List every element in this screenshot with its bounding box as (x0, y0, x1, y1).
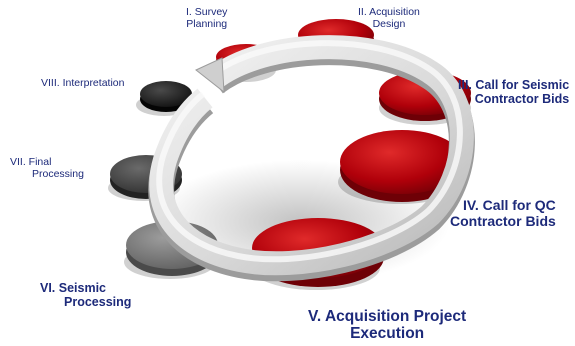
phase-label-5-line1: V. Acquisition Project (308, 308, 467, 325)
phase-label-7: VII. Final Processing (10, 156, 84, 181)
phase-label-4-line2: Contractor Bids (450, 212, 556, 229)
cycle-ring-highlight (156, 40, 463, 263)
phase-label-7-line1: VII. Final (10, 156, 52, 168)
phase-disc-4 (340, 130, 464, 202)
phase-label-7-line2: Processing (32, 167, 84, 180)
phase-label-4: IV. Call for QC Contractor Bids (450, 197, 556, 229)
phase-label-8-line1: VIII. Interpretation (41, 77, 125, 89)
phase-label-5: V. Acquisition Project Execution (308, 308, 466, 343)
phase-label-8: VIII. Interpretation (41, 77, 125, 90)
phase-label-2-line2: Design (372, 17, 406, 30)
phase-label-5-line2: Execution (350, 325, 425, 343)
phase-label-6-line2: Processing (64, 295, 132, 309)
phase-label-2-line1: II. Acquisition (358, 6, 420, 18)
phase-label-3: III. Call for Seismic Contractor Bids (458, 78, 569, 106)
phase-label-1: I. Survey Planning (186, 6, 228, 31)
phase-label-2: II. Acquisition Design (358, 6, 420, 31)
phase-label-1-line1: I. Survey (186, 6, 228, 18)
phase-label-6: VI. Seismic Processing (34, 281, 131, 309)
phase-label-4-line1: IV. Call for QC (462, 197, 556, 213)
phase-label-3-line2: Contractor Bids (474, 92, 570, 106)
phase-label-3-line1: III. Call for Seismic (458, 78, 570, 92)
phase-label-1-line2: Planning (186, 17, 228, 30)
phase-disc-8 (140, 81, 192, 112)
cycle-arrow-head (195, 57, 225, 94)
phase-label-6-line1: VI. Seismic (40, 281, 107, 295)
